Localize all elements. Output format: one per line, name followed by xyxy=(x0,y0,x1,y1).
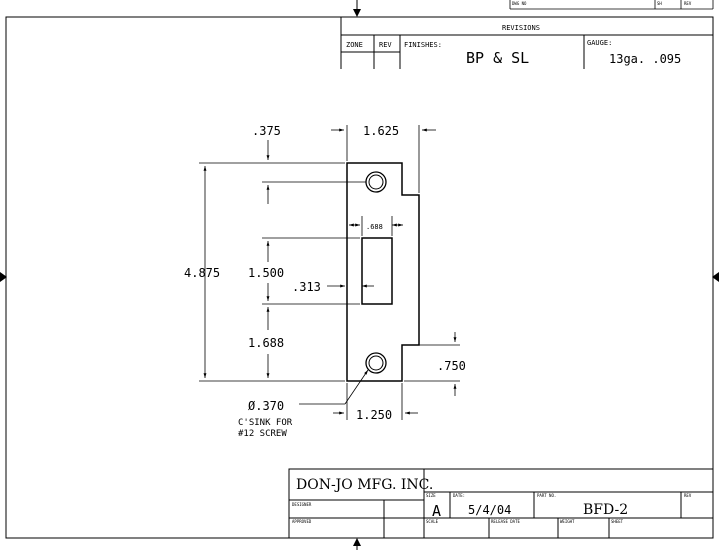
right-center-arrow-icon xyxy=(712,272,719,282)
latch-slot xyxy=(361,237,393,305)
dim-slot-height: 1.500 xyxy=(248,266,284,280)
company-name: DON-JO MFG. INC. xyxy=(296,477,433,493)
rev-block-label: REV xyxy=(684,493,692,498)
sh-label: SH xyxy=(657,1,662,6)
dwg-no-label: DWG NO xyxy=(512,1,527,6)
date-label: DATE: xyxy=(453,493,465,498)
dim-bottom-width: 1.250 xyxy=(356,408,392,422)
dim-slot-offset: .313 xyxy=(292,280,321,294)
rev-top-label: REV xyxy=(684,1,692,6)
hole-note: Ø.370 xyxy=(248,399,284,413)
strike-plate-outline xyxy=(346,162,420,382)
top-center-arrow-icon xyxy=(353,9,361,17)
dim-tab-height: .750 xyxy=(437,359,466,373)
left-center-arrow-icon xyxy=(0,272,7,282)
dim-top-offset: .375 xyxy=(252,124,281,138)
rev-label: REV xyxy=(379,41,392,49)
dim-bottom-offset: 1.688 xyxy=(248,336,284,350)
dim-overall-height: 4.875 xyxy=(184,266,220,280)
scale-label: SCALE xyxy=(426,519,439,524)
gauge-label: GAUGE: xyxy=(587,39,612,47)
revisions-heading: REVISIONS xyxy=(502,24,540,32)
dim-slot-width: .688 xyxy=(366,223,383,231)
weight-label: WEIGHT xyxy=(560,519,575,524)
csink-note-line2: #12 SCREW xyxy=(238,429,287,439)
zone-label: ZONE xyxy=(346,41,363,49)
bottom-screw-hole xyxy=(365,352,387,374)
approved-label: APPROVED xyxy=(292,519,312,524)
designer-label: DESIGNER xyxy=(292,502,312,507)
release-date-label: RELEASE DATE xyxy=(491,519,520,524)
revisions-block xyxy=(340,17,713,69)
size-label: SIZE xyxy=(426,493,436,498)
date-value: 5/4/04 xyxy=(468,503,511,517)
sheet-label: SHEET xyxy=(611,519,624,524)
part-no-label: PART NO. xyxy=(537,493,556,498)
top-screw-hole-inner xyxy=(368,174,384,190)
size-value: A xyxy=(432,502,441,520)
part-no-value: BFD-2 xyxy=(583,502,628,518)
bottom-screw-hole-inner xyxy=(368,355,384,371)
finishes-value: BP & SL xyxy=(466,49,529,67)
finishes-label: FINISHES: xyxy=(404,41,442,49)
title-block xyxy=(288,468,714,539)
sheet-border xyxy=(5,16,714,539)
gauge-value: 13ga. .095 xyxy=(609,52,681,66)
dimension-lines xyxy=(199,125,460,420)
bottom-center-arrow-icon xyxy=(353,538,361,546)
csink-note-line1: C'SINK FOR xyxy=(238,418,293,428)
dim-width: 1.625 xyxy=(363,124,399,138)
top-strip xyxy=(509,0,714,10)
